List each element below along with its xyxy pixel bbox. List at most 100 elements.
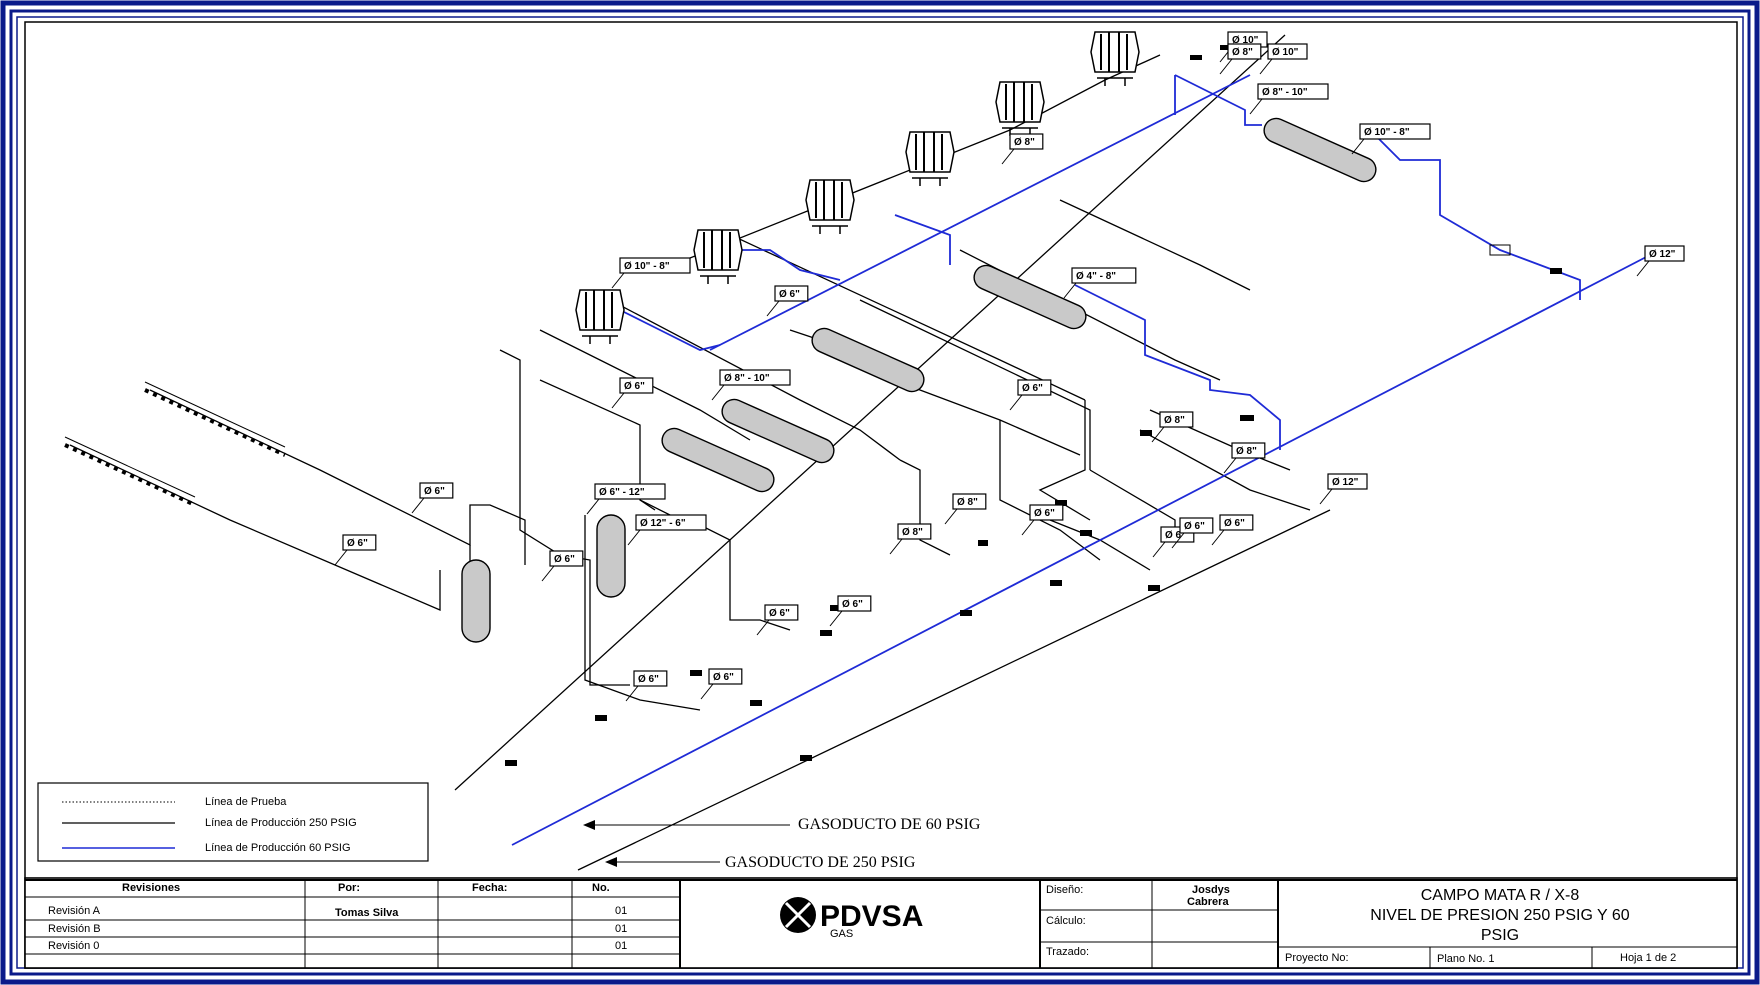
pipe-diameter-tag: Ø 6" xyxy=(611,377,654,409)
calc-label: Cálculo: xyxy=(1046,915,1086,927)
pipe-diameter-tag: Ø 12" - 6" xyxy=(627,514,707,546)
horizontal-vessels xyxy=(661,117,1377,493)
revision-row-name: Revisión A xyxy=(48,905,101,917)
revisions-header: Revisiones xyxy=(122,882,180,894)
pipe-diameter-text: Ø 10" - 8" xyxy=(1364,127,1410,138)
pipe-diameter-tag: Ø 8" xyxy=(1001,133,1044,165)
pipe-diameter-tag: Ø 6" - 12" xyxy=(586,483,666,515)
revision-row-name: Revisión 0 xyxy=(48,940,99,952)
pipe-diameter-tag: Ø 8" - 10" xyxy=(1249,83,1329,115)
pipe-diameter-tag: Ø 6" xyxy=(1009,379,1052,411)
pipe-diameter-text: Ø 8" xyxy=(957,497,978,508)
pipe-diameter-text: Ø 8" - 10" xyxy=(724,373,770,384)
legend-label-250-psig: Línea de Producción 250 PSIG xyxy=(205,817,357,829)
pipe-diameter-tag: Ø 6" xyxy=(541,550,584,582)
pipe-diameter-text: Ø 12" xyxy=(1332,477,1359,488)
pipe-diameter-text: Ø 12" xyxy=(1649,249,1676,260)
pipe-diameter-text: Ø 6" xyxy=(713,672,734,683)
valves xyxy=(505,45,1562,766)
svg-text:CAMPO MATA R / X-8: CAMPO MATA R / X-8 xyxy=(1421,887,1580,904)
revision-row-no: 01 xyxy=(615,923,627,935)
svg-text:GAS: GAS xyxy=(830,928,853,940)
pipe-diameter-tag: Ø 8" xyxy=(1219,43,1262,75)
pipe-diameter-tag: Ø 8" xyxy=(1223,442,1266,474)
pipe-diameter-text: Ø 6" xyxy=(1224,518,1245,529)
pipe-diameter-text: Ø 6" xyxy=(624,381,645,392)
pipe-diameter-text: Ø 8" xyxy=(902,527,923,538)
pipe-diameter-text: Ø 6" xyxy=(1184,521,1205,532)
pipe-diameter-text: Ø 6" xyxy=(424,486,445,497)
revisions-table: Revisiones Por: Fecha: No. Revisión A To… xyxy=(25,880,681,968)
sheet-label: Hoja 1 de 2 xyxy=(1620,952,1676,964)
pipe-diameter-text: Ø 6" xyxy=(842,599,863,610)
pipe-diameter-tag: Ø 10" - 8" xyxy=(611,257,691,289)
svg-text:PSIG: PSIG xyxy=(1481,927,1519,944)
pipe-diameter-text: Ø 8" xyxy=(1236,446,1257,457)
pdvsa-logo: PDVSA GAS xyxy=(780,897,923,940)
pipe-diameter-tag: Ø 6" xyxy=(829,595,872,627)
plan-label: Plano No. 1 xyxy=(1437,953,1494,965)
pipe-diameter-text: Ø 6" xyxy=(769,608,790,619)
no-header: No. xyxy=(592,882,610,894)
svg-text:NIVEL DE PRESION 250 PSIG Y 60: NIVEL DE PRESION 250 PSIG Y 60 xyxy=(1370,907,1629,924)
pipe-diameter-text: Ø 6" - 12" xyxy=(599,487,645,498)
pipe-diameter-tag: Ø 8" - 10" xyxy=(711,369,791,401)
pipe-diameter-tag: Ø 10" xyxy=(1259,43,1308,75)
drawn-label: Trazado: xyxy=(1046,946,1089,958)
pipe-diameter-text: Ø 8" - 10" xyxy=(1262,87,1308,98)
revision-row-name: Revisión B xyxy=(48,923,101,935)
drawing-title: CAMPO MATA R / X-8 NIVEL DE PRESION 250 … xyxy=(1278,887,1737,968)
pipe-diameter-text: Ø 10" - 8" xyxy=(624,261,670,272)
design-table: Diseño: Josdys Cabrera Cálculo: Trazado: xyxy=(1039,880,1279,968)
pipe-diameter-tag: Ø 10" - 8" xyxy=(1351,123,1431,155)
pipe-diameter-tag: Ø 6" xyxy=(766,285,809,317)
pipe-diameter-tag: Ø 8" xyxy=(1151,411,1194,443)
pipe-diameter-text: Ø 6" xyxy=(779,289,800,300)
pipe-diameter-tag: Ø 6" xyxy=(700,668,743,700)
pipe-diameter-tag: Ø 6" xyxy=(334,534,377,566)
revision-row-no: 01 xyxy=(615,905,627,917)
pipe-diameter-tag: Ø 6" xyxy=(411,482,454,514)
pipe-diameter-tag: Ø 6" xyxy=(1171,517,1214,549)
pipe-diameter-text: Ø 10" xyxy=(1272,47,1299,58)
production-lines-60-psig xyxy=(511,74,1651,846)
pipe-diameter-tag: Ø 6" xyxy=(1211,514,1254,546)
pipe-diameter-text: Ø 6" xyxy=(638,674,659,685)
designer-name-2: Cabrera xyxy=(1187,896,1229,908)
legend: Línea de Prueba Línea de Producción 250 … xyxy=(37,782,429,862)
svg-text:PDVSA: PDVSA xyxy=(820,900,923,933)
pipe-diameter-text: Ø 6" xyxy=(1034,508,1055,519)
manifold-headers xyxy=(64,381,286,507)
pipe-diameter-text: Ø 6" xyxy=(1165,530,1186,541)
gasoduct-60-label: GASODUCTO DE 60 PSIG xyxy=(798,816,981,833)
pipe-diameter-text: Ø 6" xyxy=(554,554,575,565)
wellhead-trees xyxy=(575,31,1140,344)
gasoduct-250-label: GASODUCTO DE 250 PSIG xyxy=(725,854,916,871)
designer-name-1: Josdys xyxy=(1192,884,1230,896)
pipe-diameter-text: Ø 12" - 6" xyxy=(640,518,686,529)
pipe-diameter-text: Ø 6" xyxy=(347,538,368,549)
revision-row-no: 01 xyxy=(615,940,627,952)
project-label: Proyecto No: xyxy=(1285,952,1349,964)
pipe-diameter-text: Ø 8" xyxy=(1164,415,1185,426)
revision-row-by: Tomas Silva xyxy=(335,907,399,919)
title-block: Revisiones Por: Fecha: No. Revisión A To… xyxy=(24,877,1738,969)
pipe-diameter-tag: Ø 6" xyxy=(625,670,668,702)
pipe-diameter-text: Ø 6" xyxy=(1022,383,1043,394)
pipe-diameter-tag: Ø 4" - 8" xyxy=(1063,267,1137,299)
legend-label-test-line: Línea de Prueba xyxy=(205,796,287,808)
legend-label-60-psig: Línea de Producción 60 PSIG xyxy=(205,842,351,854)
pipe-diameter-text: Ø 10" xyxy=(1232,35,1259,46)
pipe-diameter-tag: Ø 6" xyxy=(756,604,799,636)
date-header: Fecha: xyxy=(472,882,507,894)
pipe-diameter-tag: Ø 12" xyxy=(1319,473,1368,505)
pipe-diameter-text: Ø 8" xyxy=(1232,47,1253,58)
design-label: Diseño: xyxy=(1046,884,1083,896)
pipe-diameter-text: Ø 8" xyxy=(1014,137,1035,148)
vertical-vessels xyxy=(461,514,626,643)
pipe-diameter-tag: Ø 8" xyxy=(944,493,987,525)
pipe-diameter-tag: Ø 8" xyxy=(889,523,932,555)
gasoduct-callouts: GASODUCTO DE 60 PSIG GASODUCTO DE 250 PS… xyxy=(583,816,981,871)
pipe-diameter-text: Ø 4" - 8" xyxy=(1076,271,1116,282)
